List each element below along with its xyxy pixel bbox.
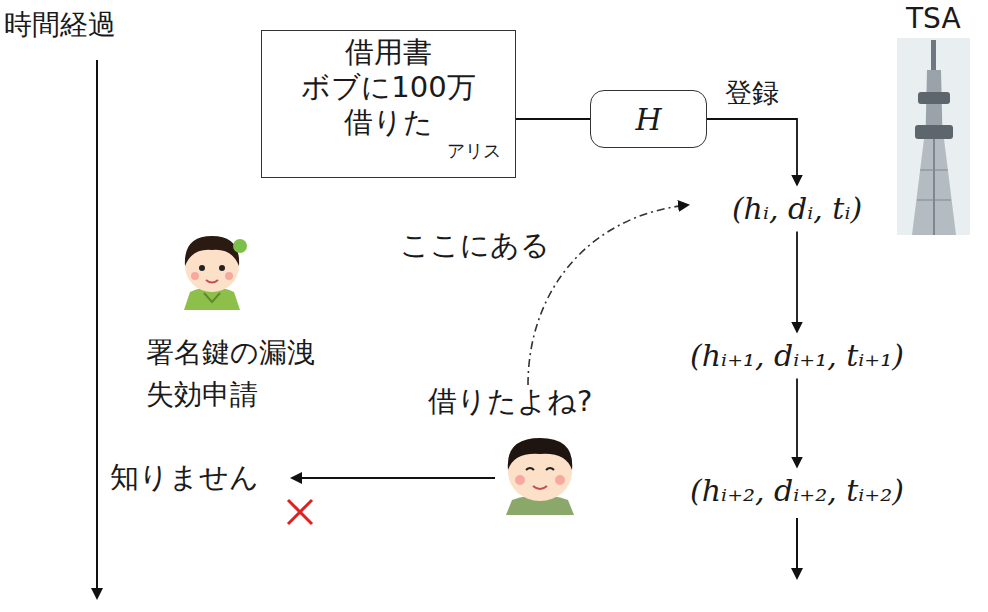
hash-box: H (590, 90, 707, 148)
signature-text: アリス (447, 139, 501, 163)
document-box: 借用書 ボブに100万 借りたアリス (261, 30, 516, 178)
record-node: (hᵢ₊₂, dᵢ₊₂, tᵢ₊₂) (684, 471, 910, 510)
pointer-curve (528, 205, 688, 385)
node-text: (hᵢ₊₂, dᵢ₊₂, tᵢ₊₂) (690, 473, 904, 508)
tsa-label: TSA (906, 2, 961, 36)
record-node: (hᵢ₊₁, dᵢ₊₁, tᵢ₊₁) (684, 336, 910, 375)
record-node: (hᵢ, dᵢ, tᵢ) (726, 189, 868, 228)
axis-label: 時間経過 (4, 8, 116, 42)
connector (796, 232, 798, 332)
bob-icon (506, 438, 574, 515)
connector (796, 379, 798, 467)
edge-label: 登録 (723, 77, 781, 109)
red-cross (288, 500, 312, 524)
node-text: H (635, 102, 661, 137)
reply-arrow (292, 477, 495, 479)
alice-icon (184, 236, 247, 310)
tower-icon (897, 38, 970, 235)
time-axis (96, 60, 98, 598)
connector (707, 119, 797, 185)
connector (516, 118, 590, 120)
note-text: 借りたよね? (428, 384, 592, 419)
node-text: (hᵢ, dᵢ, tᵢ) (732, 191, 862, 226)
node-text: (hᵢ₊₁, dᵢ₊₁, tᵢ₊₁) (690, 338, 904, 373)
chain-continuation (796, 518, 798, 578)
note-text: 署名鍵の漏洩 失効申請 (146, 332, 361, 416)
node-text: 借用書 ボブに100万 借りた (294, 35, 484, 139)
note-text: ここにある (400, 228, 550, 263)
note-text: 知りません (110, 460, 259, 495)
